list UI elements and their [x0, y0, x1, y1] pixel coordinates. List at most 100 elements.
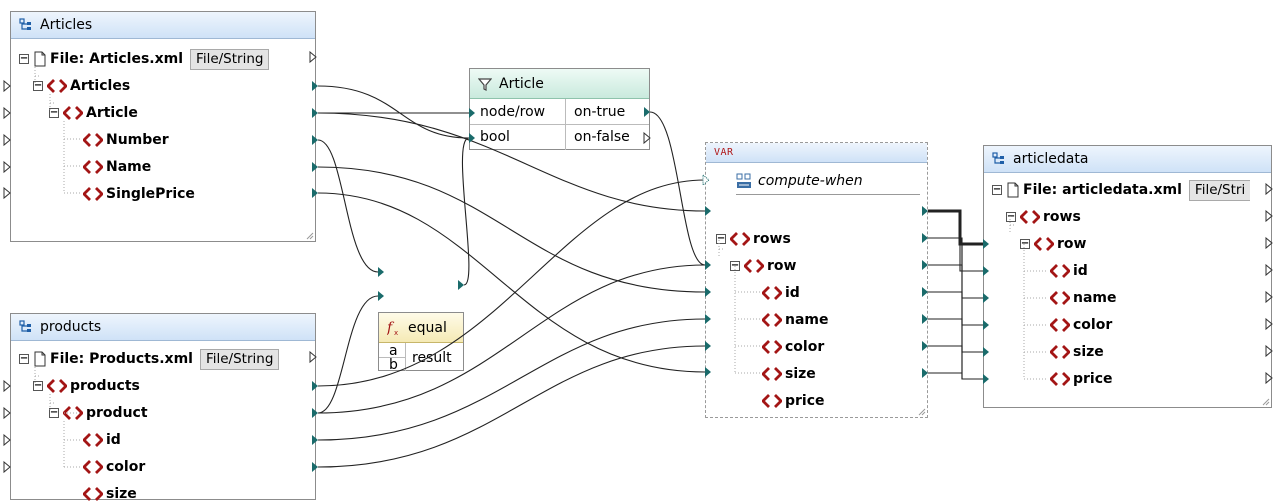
collapse-toggle-icon[interactable]: − [992, 184, 1002, 195]
collapse-toggle-icon[interactable]: − [19, 353, 29, 364]
collapse-toggle-icon[interactable]: − [19, 53, 29, 64]
element-icon [83, 133, 103, 147]
element-icon [47, 379, 67, 393]
variable-field-label: name [785, 312, 829, 328]
element-icon [83, 187, 103, 201]
variable-field-row[interactable]: size [762, 364, 816, 384]
variable-header[interactable]: VAR [706, 143, 927, 163]
articles-root-row[interactable]: − Articles [33, 76, 130, 96]
products-field-row[interactable]: color [83, 457, 145, 477]
filter-output-on-false[interactable]: on-false [574, 129, 630, 145]
articles-field-row[interactable]: Name [83, 157, 151, 177]
collapse-toggle-icon[interactable]: − [730, 260, 740, 271]
file-icon [33, 51, 47, 67]
variable-root-row[interactable]: − rows [716, 229, 791, 249]
articles-file-string-button[interactable]: File/String [190, 48, 270, 70]
filter-output-on-true[interactable]: on-true [574, 104, 626, 120]
articledata-field-label: size [1073, 344, 1104, 360]
element-icon [762, 394, 782, 408]
component-icon [19, 18, 33, 32]
articledata-file-label: File: articledata.xml [1023, 182, 1182, 198]
filter-component[interactable]: Article node/row bool on-true on-false [469, 68, 650, 150]
filter-input-node-row[interactable]: node/row [480, 104, 546, 120]
collapse-toggle-icon[interactable]: − [716, 233, 726, 244]
collapse-toggle-icon[interactable]: − [1006, 211, 1016, 222]
products-file-string-button[interactable]: File/String [199, 348, 280, 370]
articles-title: Articles [40, 17, 93, 33]
file-icon [1006, 182, 1020, 198]
articles-component[interactable]: Articles − File: Articles.xml File/Strin… [10, 11, 316, 242]
products-header[interactable]: products [11, 314, 315, 341]
variable-item-row[interactable]: − row [730, 256, 796, 276]
element-icon [1050, 318, 1070, 332]
element-icon [1050, 372, 1070, 386]
element-icon [83, 433, 103, 447]
products-field-row[interactable]: id [83, 430, 121, 450]
articles-item-row[interactable]: − Article [49, 103, 138, 123]
component-icon [992, 152, 1006, 166]
articles-header[interactable]: Articles [11, 12, 315, 39]
variable-root-label: rows [753, 231, 791, 247]
resize-grip-icon[interactable] [306, 232, 314, 240]
element-icon [762, 367, 782, 381]
articledata-field-row[interactable]: price [1050, 369, 1113, 389]
collapse-toggle-icon[interactable]: − [33, 80, 43, 91]
products-component[interactable]: products − File: Products.xml File/Strin… [10, 313, 316, 502]
articledata-file-string-button[interactable]: File/Stri [1188, 179, 1251, 201]
filter-title: Article [499, 75, 544, 92]
articledata-root-row[interactable]: − rows [1006, 207, 1081, 227]
compute-when-row[interactable]: compute-when [736, 171, 863, 191]
collapse-toggle-icon[interactable]: − [49, 107, 59, 118]
element-icon [762, 340, 782, 354]
articledata-field-row[interactable]: color [1050, 315, 1112, 335]
resize-grip-icon[interactable] [1262, 398, 1270, 406]
variable-field-row[interactable]: color [762, 337, 824, 357]
products-item-row[interactable]: − product [49, 403, 148, 423]
articledata-field-row[interactable]: name [1050, 288, 1117, 308]
products-root-label: products [70, 378, 140, 394]
products-file-row[interactable]: − File: Products.xml File/String [19, 348, 280, 370]
collapse-toggle-icon[interactable]: − [33, 380, 43, 391]
element-icon [1034, 237, 1054, 251]
element-icon [83, 487, 103, 501]
articledata-field-label: name [1073, 290, 1117, 306]
equal-output-result[interactable]: result [412, 349, 452, 366]
products-field-row[interactable]: size [83, 484, 137, 504]
element-icon [1020, 210, 1040, 224]
equal-title: equal [408, 319, 447, 336]
compute-when-label: compute-when [758, 173, 863, 189]
articles-file-row[interactable]: − File: Articles.xml File/String [19, 48, 270, 70]
articledata-file-row[interactable]: − File: articledata.xml File/Stri [992, 179, 1251, 201]
filter-header[interactable]: Article [470, 69, 649, 99]
variable-item-label: row [767, 258, 797, 274]
variable-field-row[interactable]: price [762, 391, 825, 411]
articledata-field-row[interactable]: id [1050, 261, 1088, 281]
variable-tag: VAR [714, 147, 734, 158]
articles-field-row[interactable]: Number [83, 130, 169, 150]
element-icon [730, 232, 750, 246]
articles-field-label: SinglePrice [106, 186, 195, 202]
element-icon [1050, 291, 1070, 305]
products-field-label: color [106, 459, 146, 475]
collapse-toggle-icon[interactable]: − [1020, 238, 1030, 249]
equal-input-b[interactable]: b [389, 356, 398, 373]
filter-input-bool[interactable]: bool [480, 129, 510, 145]
variable-component[interactable]: VAR compute-when − rows − row id name co… [705, 142, 928, 418]
articledata-field-row[interactable]: size [1050, 342, 1104, 362]
articledata-component[interactable]: articledata − File: articledata.xml File… [983, 145, 1272, 408]
products-root-row[interactable]: − products [33, 376, 140, 396]
variable-field-row[interactable]: name [762, 310, 829, 330]
collapse-toggle-icon[interactable]: − [49, 407, 59, 418]
resize-grip-icon[interactable] [918, 408, 926, 416]
articles-field-row[interactable]: SinglePrice [83, 184, 195, 204]
articledata-item-row[interactable]: − row [1020, 234, 1086, 254]
products-field-label: id [106, 432, 121, 448]
variable-field-label: price [785, 393, 825, 409]
variable-field-row[interactable]: id [762, 283, 800, 303]
element-icon [83, 460, 103, 474]
element-icon [63, 106, 83, 120]
filter-icon [478, 77, 492, 91]
articledata-header[interactable]: articledata [984, 146, 1271, 173]
